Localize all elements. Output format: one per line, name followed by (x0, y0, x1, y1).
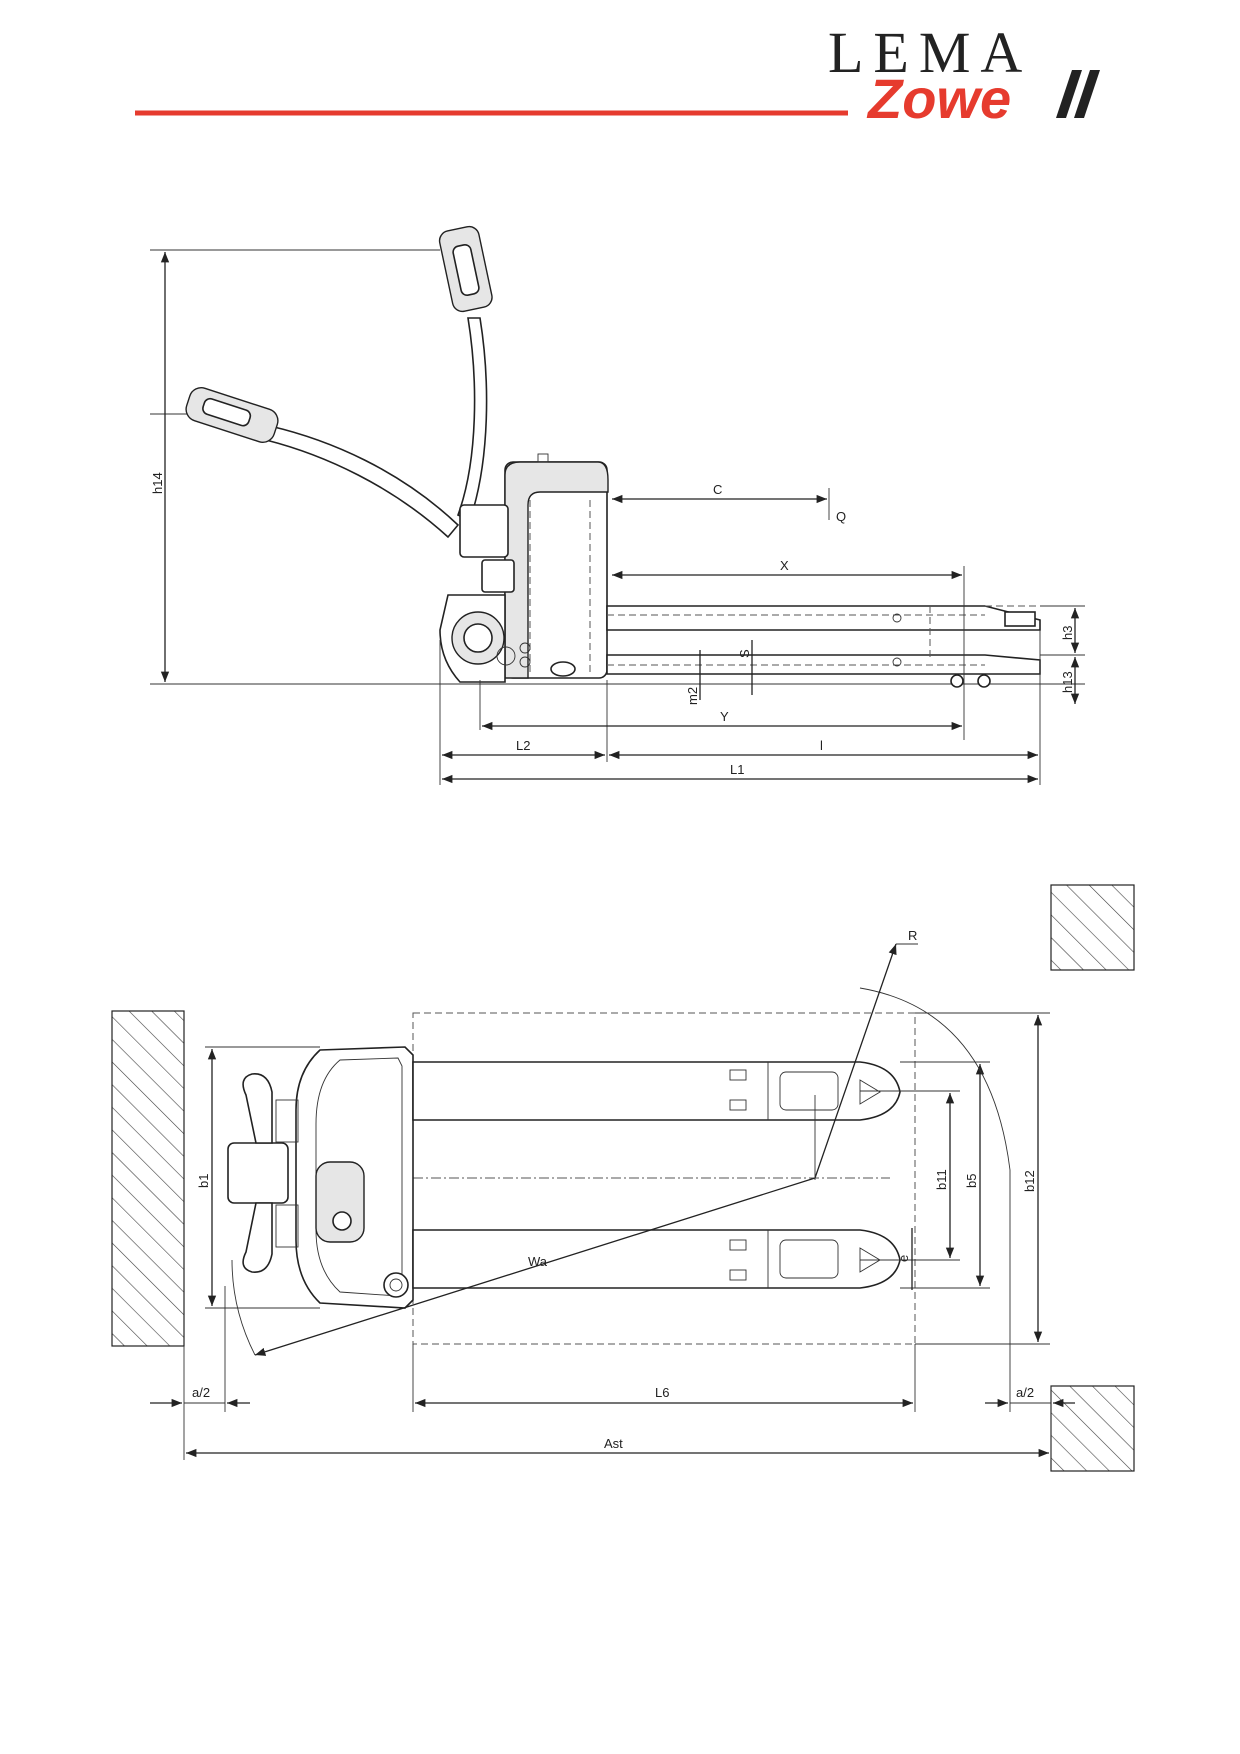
label-x: X (780, 558, 789, 573)
label-l2: L2 (516, 738, 530, 753)
truck-chassis-top (295, 1046, 428, 1309)
tiller-upright (438, 225, 493, 522)
label-l: l (820, 738, 823, 753)
obstacle-top-right (1050, 884, 1135, 971)
label-y: Y (720, 709, 729, 724)
company-logo: LEMA Zowe (828, 20, 1100, 130)
label-b12: b12 (1022, 1170, 1037, 1192)
label-b1: b1 (196, 1174, 211, 1188)
label-a2-right: a/2 (1016, 1385, 1034, 1400)
label-b11: b11 (934, 1169, 949, 1190)
label-e: e (896, 1255, 911, 1262)
label-c: C (713, 482, 722, 497)
tiller-top (227, 1073, 299, 1273)
tiller-angled (185, 387, 460, 539)
forks-top (412, 1061, 901, 1289)
side-view-drawing: h14 (150, 225, 1085, 785)
header: LEMA Zowe (135, 20, 1100, 130)
logo-lema-text: LEMA (828, 20, 1032, 85)
forks-side (606, 605, 1041, 688)
label-l6: L6 (655, 1385, 669, 1400)
label-s: S (737, 649, 752, 658)
label-q: Q (836, 509, 846, 524)
truck-chassis-side (439, 453, 609, 683)
turning-radius-arc (859, 987, 1011, 1412)
label-r: R (908, 928, 917, 943)
label-h13: h13 (1060, 671, 1075, 693)
obstacle-left (111, 1010, 185, 1347)
label-ast: Ast (604, 1436, 623, 1451)
label-l1: L1 (730, 762, 744, 777)
obstacle-bottom-right (1050, 1385, 1135, 1472)
label-h14: h14 (150, 472, 165, 494)
dim-r (814, 943, 897, 1179)
label-m2: m2 (685, 687, 700, 705)
label-h3: h3 (1060, 626, 1075, 640)
logo-slash-marks (1056, 70, 1100, 118)
dim-wa (254, 1177, 816, 1356)
logo-zowe-text: Zowe (866, 67, 1011, 130)
label-wa: Wa (528, 1254, 548, 1269)
label-b5: b5 (964, 1174, 979, 1188)
top-view-drawing: b1 b11 b5 b12 e R Wa a/2 (111, 884, 1135, 1472)
label-a2-left: a/2 (192, 1385, 210, 1400)
